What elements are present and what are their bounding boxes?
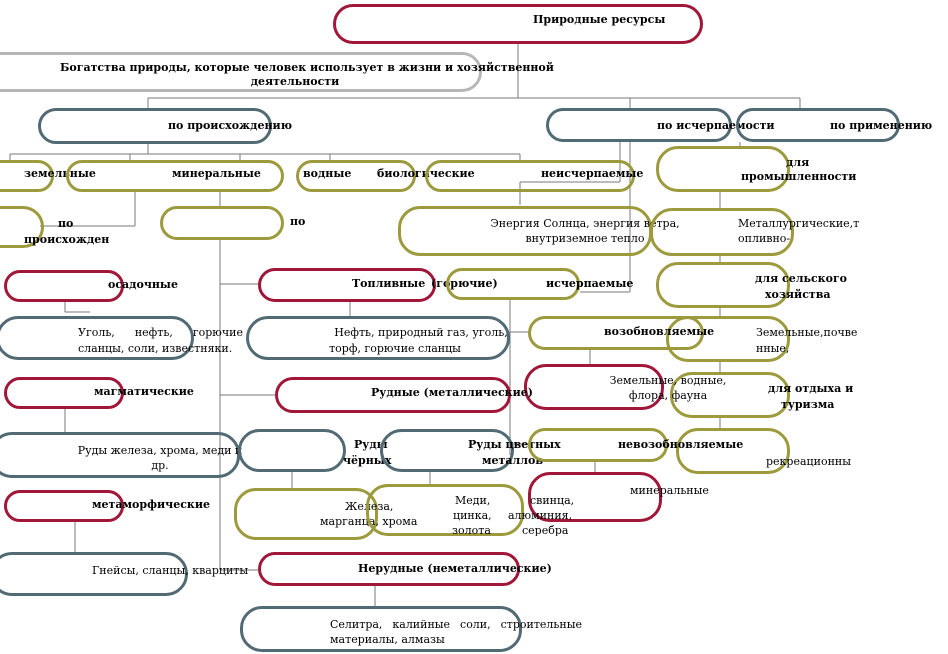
- for-industry-1: для: [786, 156, 810, 169]
- sub-by-box: [160, 206, 284, 240]
- renewable-box: [528, 316, 704, 350]
- for-recreation-1: для отдыха и: [768, 382, 854, 395]
- sub-by-origin-1: по: [58, 217, 74, 230]
- for-agriculture-2: хозяйства: [765, 288, 831, 301]
- for-recreation-box: [670, 372, 790, 418]
- ore-box: [275, 377, 511, 413]
- agriculture-examples-2: нные,: [756, 342, 790, 355]
- nonmetallic-text: Нерудные (неметаллические): [358, 562, 552, 575]
- nonmetallic-box: [258, 552, 520, 586]
- fuel-examples-1: Нефть, природный газ, уголь,: [334, 326, 508, 339]
- by-exhaustibility-box: [546, 108, 732, 142]
- magmatic-box: [4, 377, 124, 409]
- land-box: [0, 160, 54, 192]
- sedimentary-examples-2: сланцы, соли, известняки.: [78, 342, 233, 355]
- nonferrous-examples-4: свинца,: [530, 494, 575, 507]
- inexhaustible-examples-box: [398, 206, 652, 256]
- nonferrous-examples-box: [366, 484, 524, 536]
- nonferrous-examples-1: Меди,: [455, 494, 491, 507]
- inexhaustible-text: неисчерпаемые: [541, 167, 644, 180]
- for-industry-2: промышленности: [741, 170, 857, 183]
- title-box: [333, 4, 703, 44]
- recreation-examples: рекреационны: [766, 455, 851, 468]
- recreation-examples-box: [676, 428, 790, 474]
- metamorphic-text: метаморфические: [92, 498, 211, 511]
- nonrenewable-box: [528, 428, 668, 462]
- nonmetallic-examples-2: материалы, алмазы: [330, 633, 445, 646]
- nonrenewable-examples: минеральные: [630, 484, 709, 497]
- inexhaustible-examples-1: Энергия Солнца, энергия ветра,: [490, 217, 680, 230]
- industry-examples-1: Металлургические,т: [738, 217, 860, 230]
- nonmetallic-examples-1: Селитра, калийные соли, строительные: [330, 618, 582, 631]
- definition-box: [0, 52, 482, 92]
- for-agriculture-1: для сельского: [755, 272, 848, 285]
- metamorphic-examples-box: [0, 552, 188, 596]
- industry-examples-box: [650, 208, 794, 256]
- inexhaustible-examples-2: внутриземное тепло: [525, 232, 645, 245]
- by-use-box: [736, 108, 900, 142]
- sub-by-origin-2: происхожден: [24, 233, 110, 246]
- ferrous-examples-box: [234, 488, 378, 540]
- nonferrous-box: [380, 429, 514, 472]
- agriculture-examples-box: [666, 316, 790, 362]
- nonferrous-examples-2: цинка,: [453, 509, 492, 522]
- sedimentary-box: [4, 270, 124, 302]
- fuel-box: [258, 268, 436, 302]
- nonferrous-text-2: металлов: [482, 454, 543, 467]
- by-origin-box: [38, 108, 272, 144]
- for-agriculture-box: [656, 262, 790, 308]
- nonferrous-examples-6: серебра: [522, 524, 569, 536]
- definition-line-1: Богатства природы, которые человек испол…: [60, 61, 554, 74]
- fuel-examples-box: [246, 316, 510, 360]
- by-use-text: по применению: [830, 119, 933, 132]
- nonferrous-examples-5: алюминия,: [508, 509, 573, 522]
- magmatic-text: магматические: [94, 385, 194, 398]
- sub-by-text: по: [290, 215, 306, 228]
- ferrous-text-1: Руды: [354, 438, 388, 451]
- definition-line-2: деятельности: [250, 75, 340, 88]
- sedimentary-text: осадочные: [108, 278, 178, 291]
- for-recreation-2: туризма: [781, 398, 835, 411]
- ferrous-box: [238, 429, 346, 472]
- magmatic-examples-2: др.: [151, 459, 169, 472]
- title-text: Природные ресурсы: [533, 13, 666, 26]
- renewable-examples-2: флора, фауна: [628, 389, 708, 402]
- nonferrous-examples-3: золота: [452, 524, 491, 536]
- agriculture-examples-1: Земельные,почве: [756, 326, 858, 339]
- sedimentary-examples-box: [0, 316, 194, 360]
- nonmetallic-examples-box: [240, 606, 522, 652]
- nonrenewable-examples-box: [528, 472, 662, 522]
- nonrenewable-text: невозобновляемые: [618, 438, 744, 451]
- fuel-examples-2: торф, горючие сланцы: [329, 342, 461, 355]
- water-text: водные: [303, 167, 352, 180]
- metamorphic-box: [4, 490, 124, 522]
- industry-examples-2: опливно-: [738, 232, 791, 245]
- by-origin-text: по происхождению: [168, 119, 292, 132]
- for-industry-box: [656, 146, 790, 192]
- renewable-text: возобновляемые: [604, 325, 715, 338]
- renewable-examples-1: Земельные, водные,: [609, 374, 727, 387]
- sub-by-origin-box: [0, 206, 44, 248]
- fuel-text-1: Топливные: [352, 277, 426, 290]
- exhaustible-text: исчерпаемые: [546, 277, 634, 290]
- water-box: [296, 160, 416, 192]
- ferrous-text-2: чёрных: [343, 454, 392, 467]
- mineral-box: [66, 160, 284, 192]
- inexhaustible-box: [425, 160, 635, 192]
- magmatic-examples-1: Руды железа, хрома, меди и: [77, 444, 243, 457]
- sedimentary-examples-1: Уголь, нефть, горючие: [78, 326, 243, 339]
- ore-text: Рудные (металлические): [371, 386, 533, 399]
- metamorphic-examples: Гнейсы, сланцы, кварциты: [92, 564, 249, 577]
- mineral-text: минеральные: [172, 167, 261, 180]
- exhaustible-box: [446, 268, 580, 300]
- renewable-examples-box: [524, 364, 664, 410]
